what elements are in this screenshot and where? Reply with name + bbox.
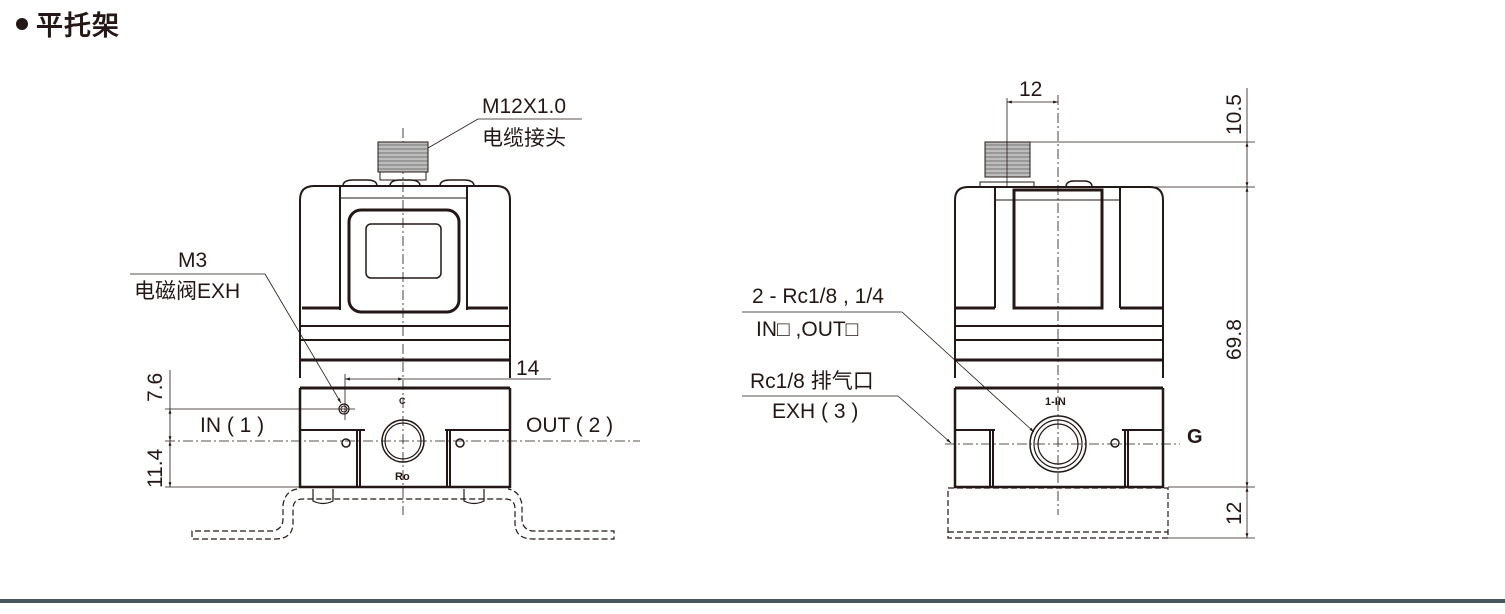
- section-title: 平托架: [16, 4, 120, 43]
- dim-69-8: 69.8: [1223, 319, 1246, 360]
- port-spec-sub: IN□ ,OUT□: [756, 318, 859, 341]
- dim-12-top: 12: [1019, 78, 1042, 101]
- section-title-text: 平托架: [36, 11, 120, 42]
- bullet-dot-icon: [16, 17, 28, 30]
- body-mark: Ro: [395, 471, 410, 483]
- exhaust-sub: EXH ( 3 ): [772, 400, 858, 423]
- dim-12-bracket: 12: [1223, 502, 1246, 525]
- connector-label-cn: 电缆接头: [482, 127, 566, 150]
- exhaust-label: Rc1/8 排气口: [750, 370, 874, 393]
- port-spec-label: 2 - Rc1/8 , 1/4: [752, 285, 884, 308]
- exh-label: M3: [178, 249, 207, 272]
- gauge-mark: G: [1187, 426, 1203, 448]
- front-view-labels: M12X1.0 电缆接头 M3 电磁阀EXH 14 IN ( 1 ) OUT (…: [134, 95, 613, 488]
- center-mark: C: [399, 396, 406, 406]
- port-out-label: OUT ( 2 ): [526, 414, 613, 437]
- port-in-label: IN ( 1 ): [200, 414, 264, 437]
- connector-thread-icon: [984, 141, 1031, 178]
- footer-divider: [0, 599, 1505, 603]
- dim-11-4: 11.4: [144, 448, 167, 488]
- connector-thread-icon: [377, 141, 429, 173]
- connector-label: M12X1.0: [482, 95, 566, 118]
- side-view: [742, 88, 1255, 539]
- dim-14: 14: [516, 357, 540, 380]
- dim-7-6: 7.6: [144, 373, 167, 402]
- front-view: [130, 118, 640, 540]
- exh-label-cn: 电磁阀EXH: [134, 280, 240, 303]
- in-mark: 1-IN: [1045, 396, 1066, 408]
- dim-10-5: 10.5: [1223, 94, 1246, 135]
- side-view-labels: 12 10.5 69.8 12 2 - Rc1/8 , 1/4 IN□ ,OUT…: [750, 78, 1246, 525]
